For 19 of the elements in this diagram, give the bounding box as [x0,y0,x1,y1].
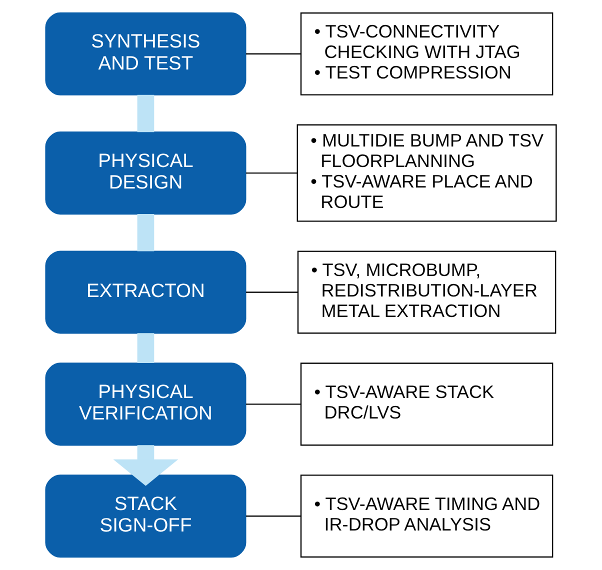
node-box: STACK SIGN-OFF [45,474,246,558]
node-box: EXTRACTON [45,250,246,334]
node-box: • TSV-AWARE TIMING AND IR-DROP ANALYSIS [300,474,554,558]
connector [246,292,298,293]
node-box: • TSV-AWARE STACK DRC/LVS [300,362,554,446]
connector [137,94,154,132]
connector [246,404,301,405]
node-box: • TSV, MICROBUMP, REDISTRIBUTION-LAYER METAL EXTRACTION [297,250,556,334]
connector [246,53,301,54]
connector [137,214,154,252]
connector [246,172,298,174]
connector [137,333,154,364]
node-box: PHYSICAL DESIGN [45,132,246,215]
arrow [113,445,178,486]
node-box: SYNTHESIS AND TEST [45,12,246,96]
node-box: • TSV-CONNECTIVITY CHECKING WITH JTAG • TEST COMPRESSION [300,12,554,96]
node-box: • MULTIDIE BUMP AND TSV FLOORPLANNING • TSV-AWARE PLACE AND ROUTE [296,124,557,222]
node-box: PHYSICAL VERIFICATION [45,362,246,446]
connector [246,516,301,517]
